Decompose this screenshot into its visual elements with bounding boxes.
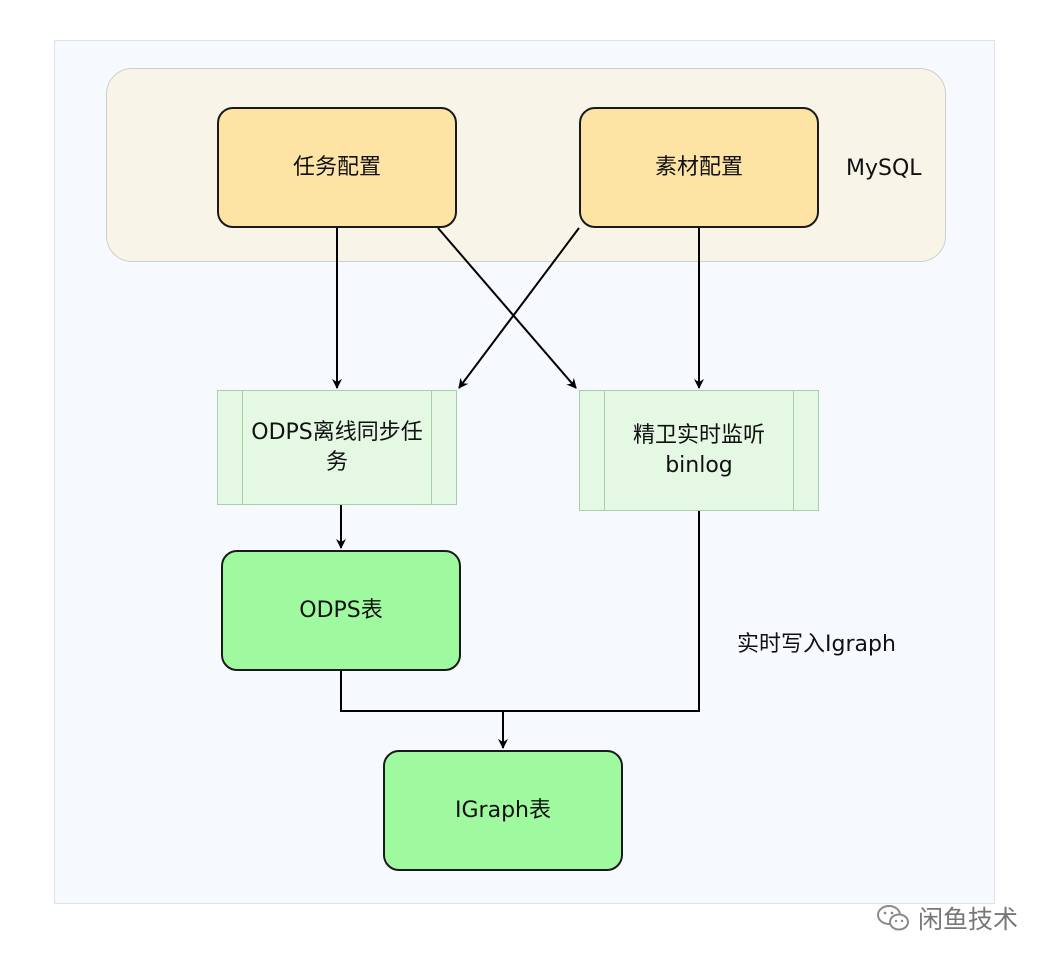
realtime-write-label: 实时写入Igraph	[737, 632, 896, 657]
odps-table-node[interactable]: ODPS表	[221, 550, 461, 671]
watermark: 闲鱼技术	[876, 900, 1018, 936]
odps-table-label: ODPS表	[299, 597, 383, 623]
wechat-icon	[877, 905, 909, 931]
edge-material-to-odps-sync	[458, 227, 580, 389]
jingwei-listen-label: 精卫实时监听binlog	[632, 422, 765, 478]
odps-sync-task-label: ODPS离线同步任务	[251, 419, 423, 475]
edge-task-to-jingwei	[437, 227, 577, 389]
mysql-label: MySQL	[846, 156, 922, 181]
task-config-label: 任务配置	[292, 154, 381, 180]
edge-jingwei-to-merge	[503, 511, 700, 712]
igraph-table-label: IGraph表	[455, 797, 551, 823]
material-config-node[interactable]: 素材配置	[579, 107, 819, 228]
watermark-text: 闲鱼技术	[918, 905, 1019, 934]
jingwei-listen-node[interactable]: 精卫实时监听binlog	[579, 390, 819, 511]
material-config-label: 素材配置	[654, 154, 743, 180]
igraph-table-node[interactable]: IGraph表	[383, 750, 623, 871]
task-config-node[interactable]: 任务配置	[217, 107, 457, 228]
edge-odps-table-to-merge	[340, 671, 503, 712]
odps-sync-task-node[interactable]: ODPS离线同步任务	[217, 390, 457, 505]
